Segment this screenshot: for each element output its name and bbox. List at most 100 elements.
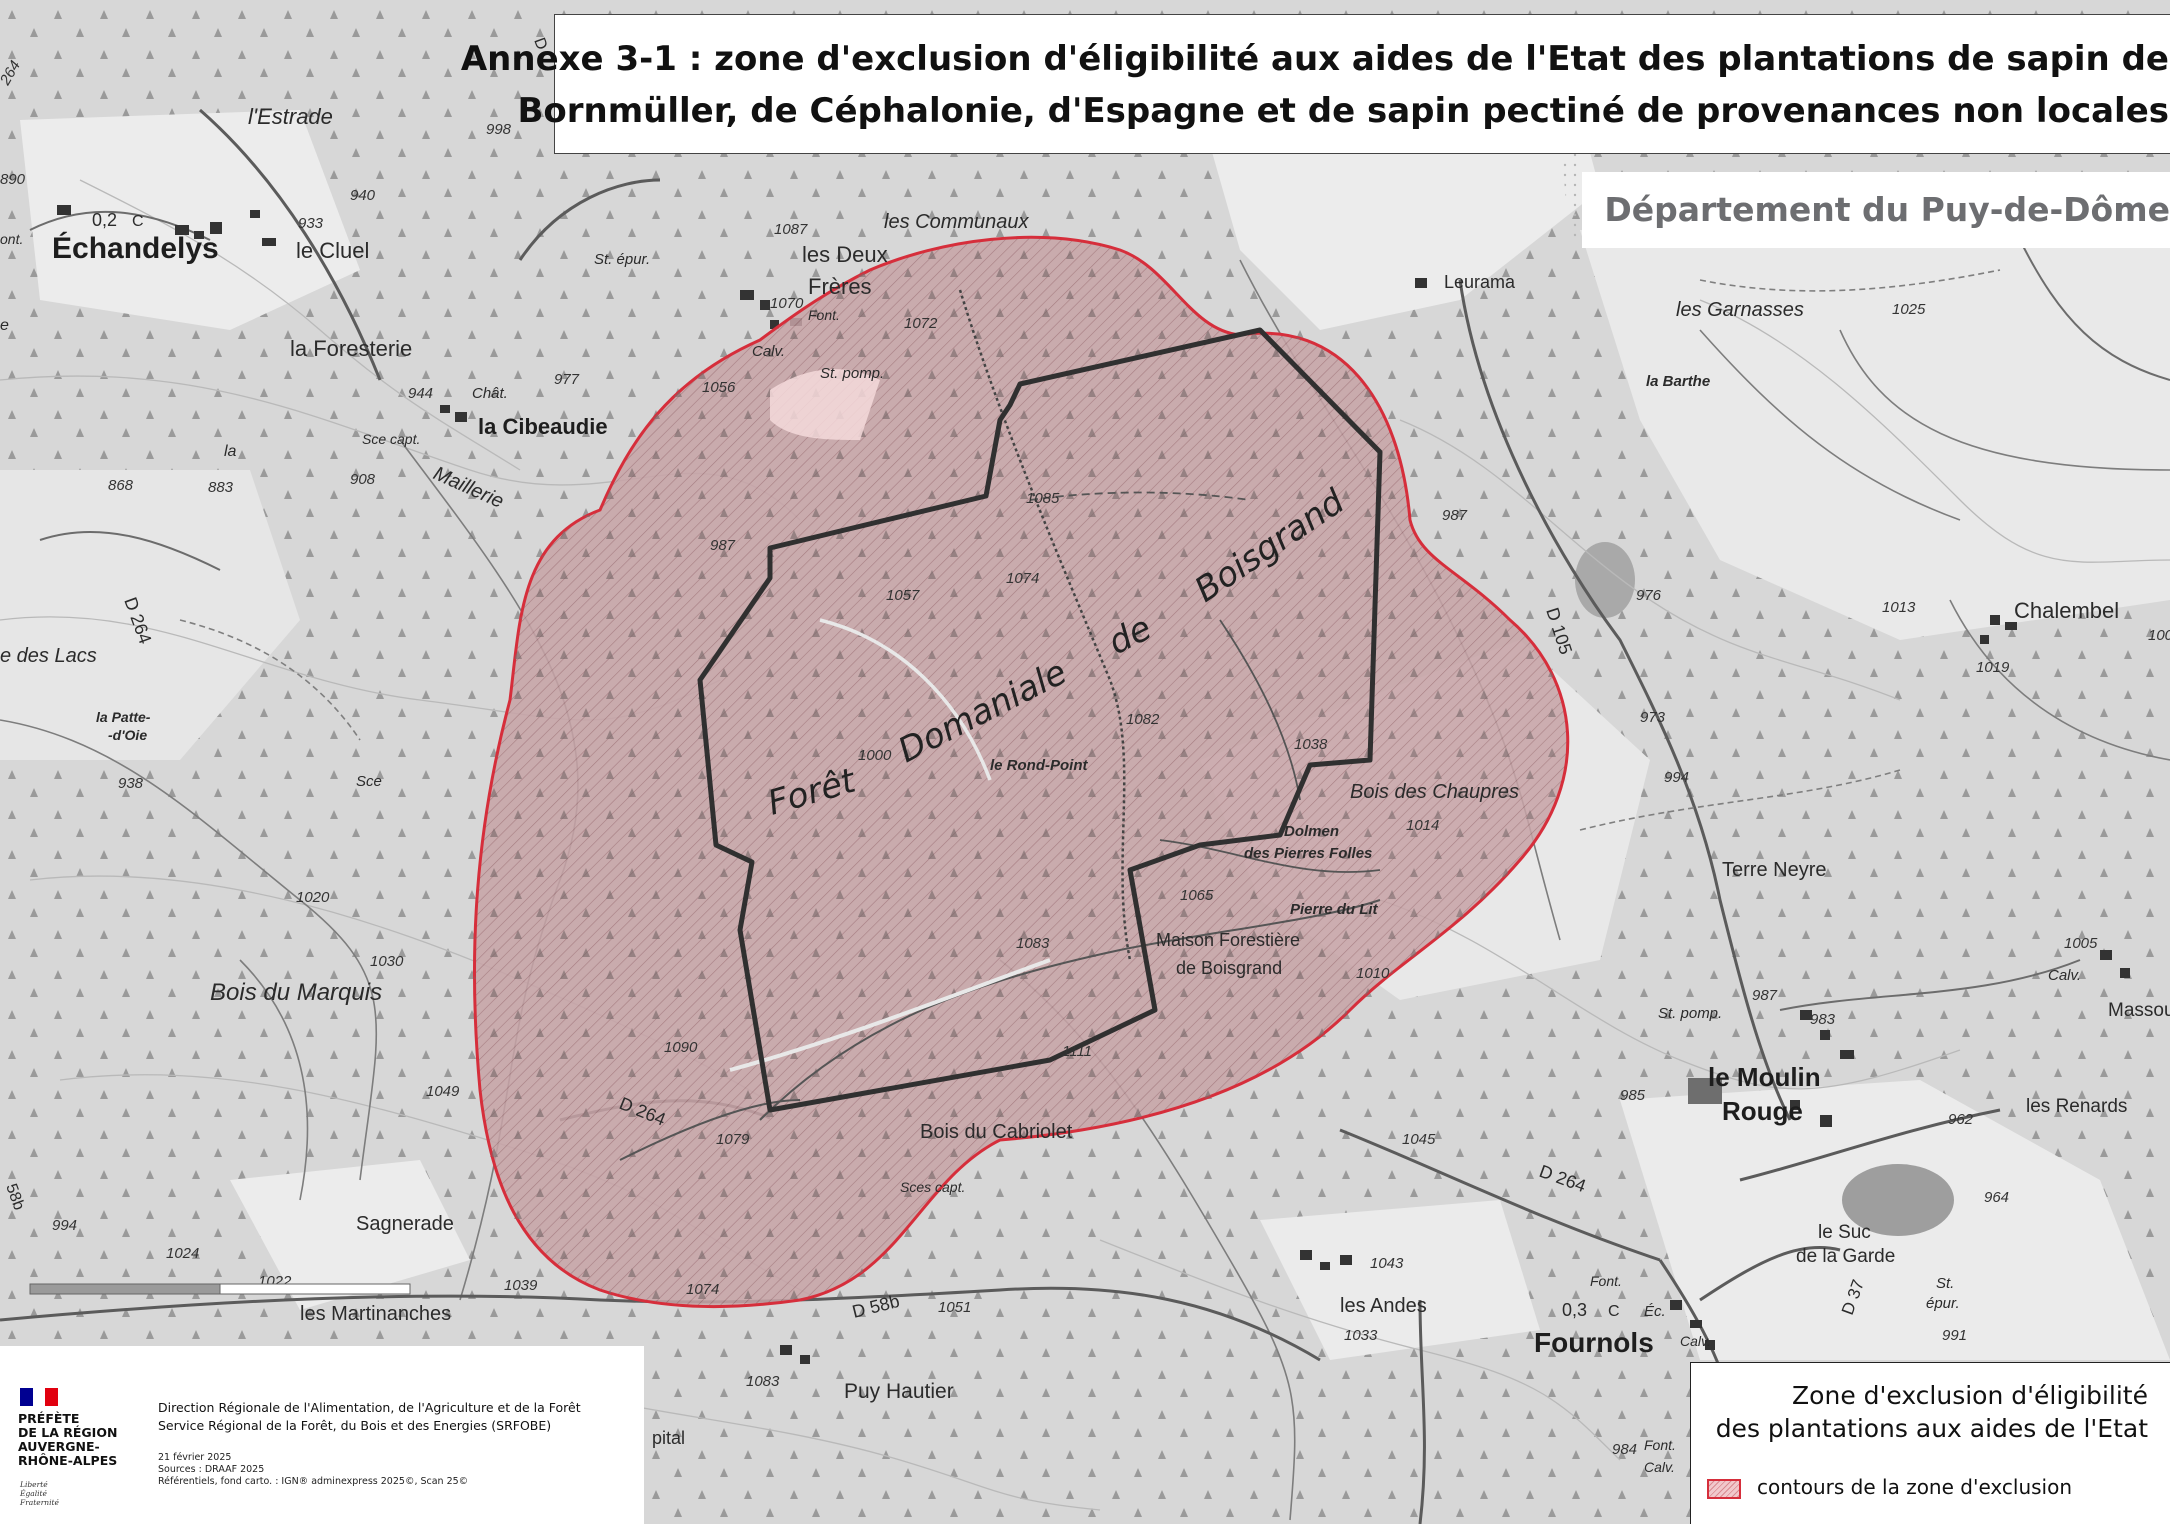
- place-moulin-1: le Moulin: [1708, 1062, 1821, 1092]
- label-altitudes-a994: 994: [1664, 769, 1689, 786]
- department-name: Département du Puy-de-Dôme: [1604, 190, 2170, 229]
- label-altitudes-a1014: 1014: [1406, 817, 1439, 834]
- place-fournols-code: 0,3: [1562, 1300, 1587, 1320]
- label-altitudes-a985: 985: [1620, 1087, 1646, 1104]
- label-altitudes-a1049: 1049: [426, 1083, 460, 1100]
- place-sce: Sce: [356, 773, 382, 790]
- place-dolmen-1: Dolmen: [1284, 823, 1339, 840]
- map-referentiels: Référentiels, fond carto. : IGN® adminex…: [158, 1476, 469, 1487]
- label-altitudes-a987: 987: [710, 537, 736, 554]
- place-dolmen-2: des Pierres Folles: [1244, 845, 1372, 862]
- label-altitudes-a1079: 1079: [716, 1131, 750, 1148]
- label-altitudes-a938: 938: [118, 775, 144, 792]
- org-line-2: Service Régional de la Forêt, du Bois et…: [158, 1418, 552, 1433]
- place-garnasses: les Garnasses: [1676, 299, 1804, 321]
- scale-bar: [29, 1283, 411, 1295]
- label-altitudes-a1025: 1025: [1892, 301, 1926, 318]
- place-st-pomp2: St. pomp.: [1658, 1005, 1722, 1022]
- legend: Zone d'exclusion d'éligibilité des plant…: [1690, 1362, 2170, 1524]
- map-sources: Sources : DRAAF 2025: [158, 1464, 265, 1475]
- label-altitudes-a1087: 1087: [774, 221, 808, 238]
- place-echandelys: Échandelys: [52, 231, 219, 265]
- label-altitudes-a1051: 1051: [938, 1299, 971, 1316]
- legend-title: Zone d'exclusion d'éligibilité des plant…: [1716, 1379, 2148, 1445]
- label-altitudes-a944: 944: [408, 385, 433, 402]
- label-altitudes-a976: 976: [1636, 587, 1662, 604]
- label-altitudes-a890: 890: [0, 171, 26, 188]
- place-calv3: Calv.: [1680, 1333, 1711, 1349]
- place-foresterie: la Foresterie: [290, 336, 412, 361]
- republic-motto: Liberté Égalité Fraternité: [20, 1480, 59, 1507]
- map-labels: Forêt Domaniale de Boisgrand Échandelys …: [0, 36, 2170, 1475]
- label-altitudes-a1030: 1030: [370, 953, 404, 970]
- label-altitudes-a1085: 1085: [1026, 490, 1060, 507]
- place-ont: ont.: [0, 231, 23, 247]
- label-altitudes-a933: 933: [298, 215, 324, 232]
- place-font3: Font.: [1644, 1437, 1676, 1453]
- place-cibeaudie: la Cibeaudie: [478, 414, 608, 439]
- label-altitudes-a1074: 1074: [1006, 570, 1039, 587]
- label-altitudes-a1024: 1024: [166, 1245, 199, 1262]
- place-leurama: Leurama: [1444, 272, 1516, 292]
- place-st-epur2-2: épur.: [1926, 1295, 1960, 1312]
- place-andes: les Andes: [1340, 1295, 1427, 1317]
- place-des-lacs: e des Lacs: [0, 645, 97, 667]
- map-metadata: 21 février 2025 Sources : DRAAF 2025 Réf…: [158, 1452, 468, 1488]
- label-altitudes-a984: 984: [1612, 1441, 1637, 1458]
- label-altitudes-a987c: 987: [1752, 987, 1778, 1004]
- legend-title-line-1: Zone d'exclusion d'éligibilité: [1792, 1381, 2148, 1410]
- place-calv: Calv.: [752, 343, 785, 360]
- prefecture-logo-text: PRÉFÈTE DE LA RÉGION AUVERGNE- RHÔNE-ALP…: [18, 1411, 118, 1468]
- legend-title-line-2: des plantations aux aides de l'Etat: [1715, 1414, 2148, 1443]
- place-deux-freres-2: Frères: [808, 274, 872, 299]
- place-chalembel: Chalembel: [2014, 598, 2119, 623]
- title-line-1: Annexe 3-1 : zone d'exclusion d'éligibil…: [460, 39, 2169, 79]
- legend-swatch-exclusion-zone: [1707, 1479, 1741, 1499]
- label-altitudes-a1045: 1045: [1402, 1131, 1436, 1148]
- label-altitudes-a1005: 1005: [2064, 935, 2098, 952]
- label-altitudes-a964: 964: [1984, 1189, 2009, 1206]
- label-altitudes-a1090: 1090: [664, 1039, 698, 1056]
- place-bois-cabriolet: Bois du Cabriolet: [920, 1121, 1073, 1143]
- place-st-epur: St. épur.: [594, 251, 650, 268]
- place-estrade: l'Estrade: [248, 104, 333, 129]
- place-echandelys-c: C: [132, 213, 144, 230]
- label-altitudes-a977: 977: [554, 371, 580, 388]
- org-line-1: Direction Régionale de l'Alimentation, d…: [158, 1400, 581, 1415]
- label-altitudes-a1083: 1083: [1016, 935, 1050, 952]
- place-e-left: e: [0, 317, 9, 334]
- label-altitudes-a1020: 1020: [296, 889, 330, 906]
- label-altitudes-a1065: 1065: [1180, 887, 1214, 904]
- label-altitudes-a1019: 1019: [1976, 659, 2010, 676]
- department-box: Département du Puy-de-Dôme: [1582, 172, 2170, 248]
- label-altitudes-a1043: 1043: [1370, 1255, 1404, 1272]
- place-renards: les Renards: [2026, 1096, 2127, 1117]
- place-martinanches: les Martinanches: [300, 1303, 451, 1325]
- label-altitudes-a1057: 1057: [886, 587, 920, 604]
- label-altitudes-a908: 908: [350, 471, 376, 488]
- label-altitudes-a987b: 987: [1442, 507, 1468, 524]
- place-puy-hautier: Puy Hautier: [844, 1380, 954, 1403]
- label-altitudes-a962: 962: [1948, 1111, 1974, 1128]
- label-altitudes-a1000: 1000: [858, 747, 892, 764]
- place-bois-chaupres: Bois des Chaupres: [1350, 781, 1519, 803]
- state-forest-boundary: [697, 327, 1383, 1113]
- place-pital: pital: [652, 1428, 685, 1448]
- forest-tracks: [619, 289, 1381, 1161]
- place-sces-capt: Sces capt.: [900, 1179, 965, 1195]
- label-altitudes-a883: 883: [208, 479, 234, 496]
- label-altitudes-a1013: 1013: [1882, 599, 1916, 616]
- label-altitudes-a1033: 1033: [1344, 1327, 1378, 1344]
- place-suc-1: le Suc: [1818, 1222, 1871, 1243]
- french-flag-logo: [20, 1388, 59, 1406]
- place-bois-marquis: Bois du Marquis: [210, 979, 382, 1006]
- place-chat: Chât.: [472, 385, 508, 402]
- exclusion-zone-trees: [474, 237, 1568, 1307]
- place-maison-1: Maison Forestière: [1156, 930, 1300, 950]
- organisation-name: Direction Régionale de l'Alimentation, d…: [158, 1399, 581, 1435]
- legend-label-exclusion-zone: contours de la zone d'exclusion: [1757, 1475, 2073, 1499]
- label-altitudes-a1056: 1056: [702, 379, 736, 396]
- place-suc-2: de la Garde: [1796, 1246, 1895, 1267]
- label-altitudes-a991: 991: [1942, 1327, 1967, 1344]
